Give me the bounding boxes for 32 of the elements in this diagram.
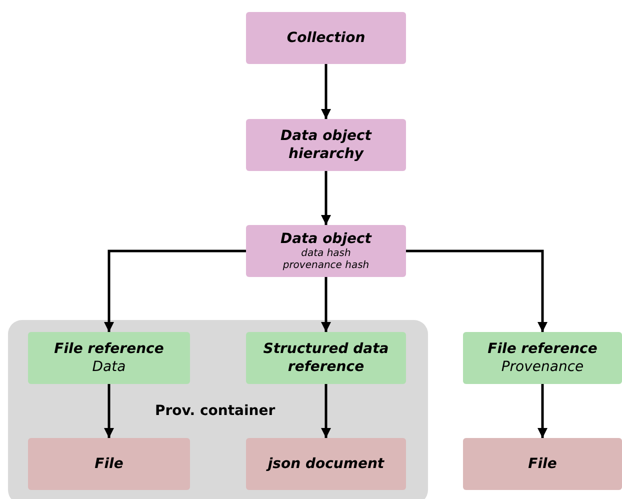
box-subtitle: provenance hash <box>282 260 370 272</box>
process-box <box>246 119 406 171</box>
box-title: Structured data reference <box>262 340 390 376</box>
process-box <box>463 332 622 384</box>
process-box <box>246 332 406 384</box>
process-box <box>246 438 406 490</box>
arrow <box>104 250 246 332</box>
arrow <box>538 384 548 438</box>
arrow <box>406 250 548 332</box>
container-panel <box>8 320 428 499</box>
arrow <box>104 384 114 438</box>
arrow <box>321 384 331 438</box>
box-subtitle: data hash <box>301 248 351 260</box>
box-subtitle: Data <box>92 358 126 376</box>
process-box <box>28 332 190 384</box>
process-box <box>28 438 190 490</box>
box-title: json document <box>268 455 384 473</box>
box-title: File reference <box>54 340 164 358</box>
arrow <box>321 64 331 119</box>
box-title: File reference <box>488 340 598 358</box>
box-subtitle: Provenance <box>501 358 584 376</box>
container-label: Prov. container <box>155 402 276 421</box>
arrow <box>321 171 331 225</box>
box-title: File <box>94 455 124 473</box>
box-title: Collection <box>286 29 366 47</box>
box-title: File <box>528 455 557 473</box>
process-box <box>246 225 406 277</box>
arrow <box>321 277 331 332</box>
box-title: Data object <box>280 230 372 248</box>
box-title: Data object hierarchy <box>279 127 373 163</box>
process-box <box>246 12 406 64</box>
process-box <box>463 438 622 490</box>
